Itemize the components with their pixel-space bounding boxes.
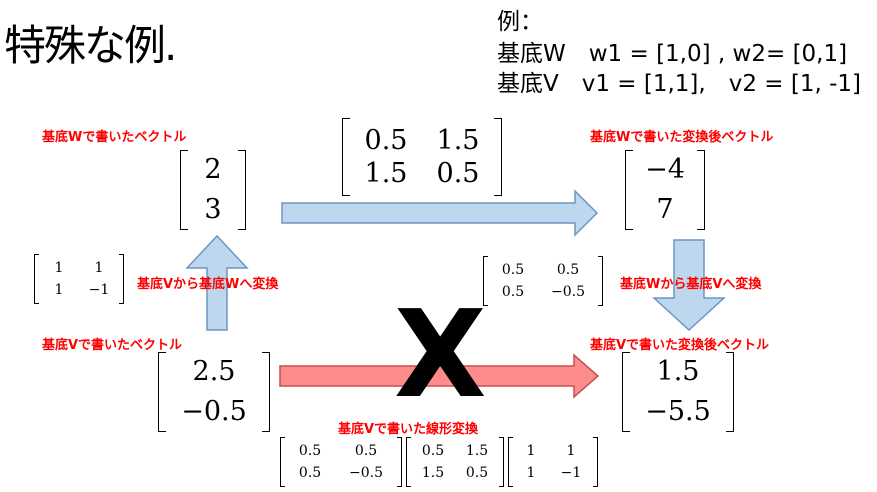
matrix-entry: 1: [526, 465, 536, 481]
label-v-result: 基底Vで書いた変換後ベクトル: [590, 338, 770, 353]
vector-v: 2.5 −0.5: [158, 352, 270, 432]
matrix-entry: 1: [526, 443, 536, 459]
matrix-entry: 0.5: [354, 443, 378, 459]
matrix-entry: 0.5: [556, 262, 580, 278]
matrix-entry: −1: [560, 465, 582, 481]
matrix-entry: 1.5: [436, 125, 480, 156]
matrix-entry: 1: [54, 282, 64, 298]
vector-w-entry: 2: [204, 154, 222, 185]
matrix-entry: 1.5: [465, 443, 489, 459]
matrix-entry: 1.5: [421, 465, 445, 481]
matrix-product-v-to-w: 1 1 1 −1: [508, 437, 598, 487]
arrow-w-to-v: [652, 239, 726, 332]
vector-v-result: 1.5 −5.5: [622, 352, 734, 432]
matrix-entry: 1: [54, 260, 64, 276]
example-heading: 例：: [497, 9, 543, 35]
matrix-w-to-v: 0.5 0.5 0.5 −0.5: [483, 256, 603, 306]
arrow-v-to-w: [185, 234, 249, 331]
vector-w-result-entry: −4: [645, 154, 685, 185]
label-v-transform: 基底Vで書いた線形変換: [338, 422, 479, 437]
matrix-entry: −0.5: [349, 465, 383, 481]
page-title: 特殊な例.: [4, 21, 177, 70]
matrix-product-transform: 0.5 1.5 1.5 0.5: [406, 437, 504, 487]
vector-w-result-entry: 7: [656, 194, 674, 225]
matrix-entry: −0.5: [551, 284, 585, 300]
label-w-result: 基底Wで書いた変換後ベクトル: [590, 130, 774, 145]
matrix-entry: 0.5: [421, 443, 445, 459]
vector-w-entry: 3: [204, 194, 222, 225]
example-basis-v: 基底V v1 = [1,1], v2 = [1, -1]: [497, 71, 861, 97]
arrow-w-transform: [281, 189, 599, 237]
matrix-product: 0.5 0.5 0.5 −0.5 0.5 1.5 1.5 0.5 1 1 1 −…: [280, 437, 598, 487]
matrix-entry: 0.5: [298, 465, 322, 481]
example-basis-w: 基底W w1 = [1,0] , w2= [0,1]: [497, 41, 848, 67]
label-w-vector: 基底Wで書いたベクトル: [42, 130, 187, 145]
label-v-vector: 基底Vで書いたベクトル: [42, 338, 183, 353]
matrix-entry: 0.5: [436, 158, 480, 189]
cross-mark: X: [394, 286, 487, 425]
vector-v-entry: −0.5: [181, 396, 247, 427]
matrix-entry: 1.5: [364, 158, 408, 189]
matrix-entry: 1: [94, 260, 104, 276]
matrix-entry: 0.5: [465, 465, 489, 481]
vector-v-entry: 2.5: [192, 356, 236, 387]
matrix-entry: 1: [566, 443, 576, 459]
arrow-v-transform: [279, 353, 600, 399]
vector-v-result-entry: −5.5: [645, 396, 711, 427]
matrix-entry: 0.5: [298, 443, 322, 459]
label-v-to-w: 基底Vから基底Wへ変換: [137, 277, 279, 292]
matrix-entry: 0.5: [501, 284, 525, 300]
vector-w: 2 3: [180, 150, 246, 230]
matrix-product-w-to-v: 0.5 0.5 0.5 −0.5: [280, 437, 402, 487]
matrix-entry: −1: [88, 282, 110, 298]
vector-v-result-entry: 1.5: [656, 356, 700, 387]
label-w-to-v: 基底Wから基底Vへ変換: [620, 277, 762, 292]
vector-w-result: −4 7: [625, 150, 705, 230]
matrix-entry: 0.5: [501, 262, 525, 278]
matrix-v-to-w: 1 1 1 −1: [34, 254, 124, 304]
matrix-transform-w: 0.5 1.5 1.5 0.5: [342, 118, 502, 196]
matrix-entry: 0.5: [364, 125, 408, 156]
